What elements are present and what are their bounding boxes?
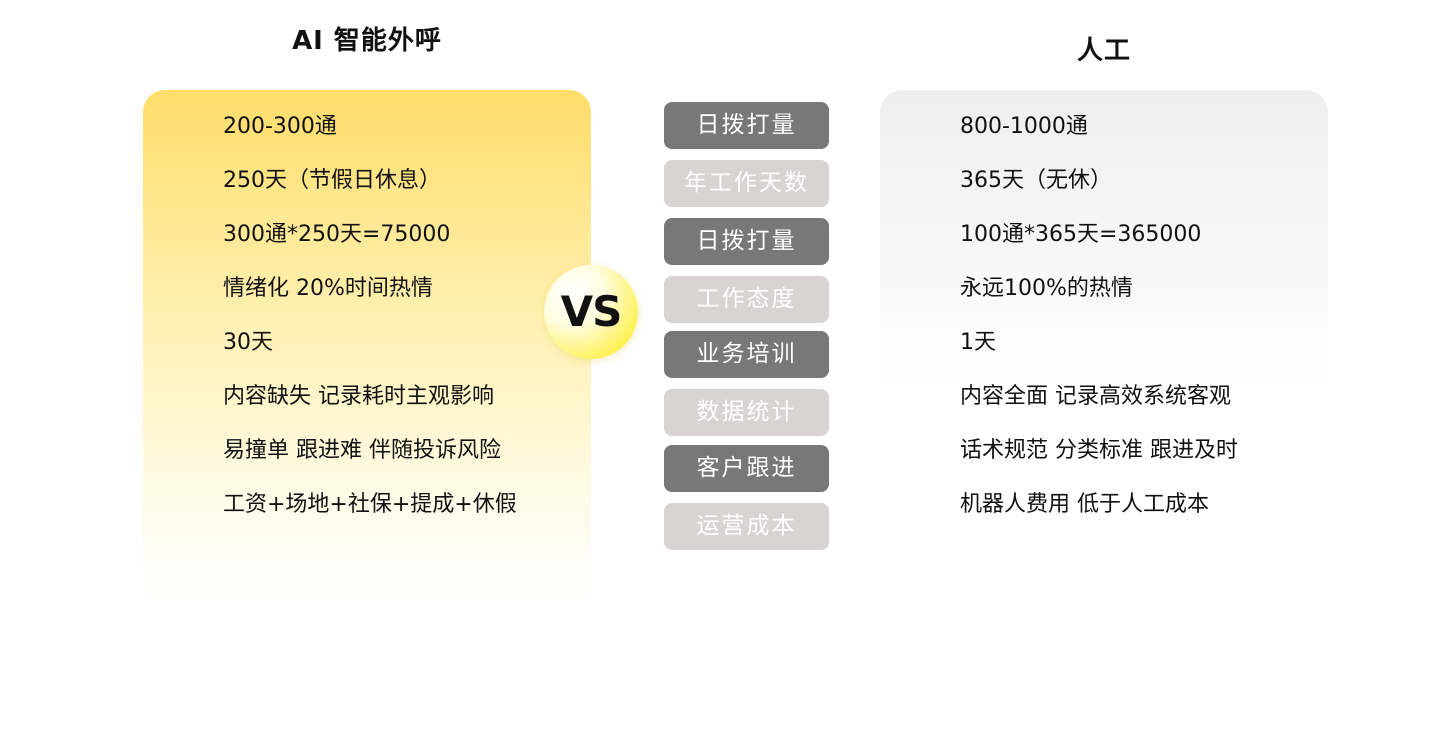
human-panel (880, 90, 1328, 390)
ai-row-daily-calls: 200-300通 (223, 114, 337, 139)
category-pill-follow-up: 客户跟进 (664, 445, 829, 492)
category-pill-statistics: 数据统计 (664, 389, 829, 436)
ai-column-title: AI 智能外呼 (292, 26, 442, 56)
ai-row-annual-calls: 300通*250天=75000 (223, 222, 451, 247)
human-row-training: 1天 (960, 330, 996, 355)
ai-row-attitude: 情绪化 20%时间热情 (223, 276, 433, 301)
vs-badge: VS (544, 265, 638, 359)
human-column-title: 人工 (1076, 36, 1131, 66)
category-pill-daily-calls-annual: 日拨打量 (664, 218, 829, 265)
ai-row-statistics: 内容缺失 记录耗时主观影响 (223, 384, 494, 409)
human-row-follow-up: 话术规范 分类标准 跟进及时 (960, 438, 1238, 463)
human-row-work-days: 365天（无休） (960, 168, 1112, 193)
category-pill-daily-calls: 日拨打量 (664, 102, 829, 149)
human-row-cost: 机器人费用 低于人工成本 (960, 492, 1209, 517)
ai-row-work-days: 250天（节假日休息） (223, 168, 441, 193)
human-row-statistics: 内容全面 记录高效系统客观 (960, 384, 1231, 409)
category-pill-work-days: 年工作天数 (664, 160, 829, 207)
human-row-daily-calls: 800-1000通 (960, 114, 1088, 139)
ai-row-cost: 工资+场地+社保+提成+休假 (223, 492, 517, 517)
ai-panel (143, 90, 591, 605)
human-row-annual-calls: 100通*365天=365000 (960, 222, 1202, 247)
category-pill-training: 业务培训 (664, 331, 829, 378)
ai-row-follow-up: 易撞单 跟进难 伴随投诉风险 (223, 438, 501, 463)
human-row-attitude: 永远100%的热情 (960, 276, 1133, 301)
category-pill-attitude: 工作态度 (664, 276, 829, 323)
ai-row-training: 30天 (223, 330, 273, 355)
category-pill-cost: 运营成本 (664, 503, 829, 550)
